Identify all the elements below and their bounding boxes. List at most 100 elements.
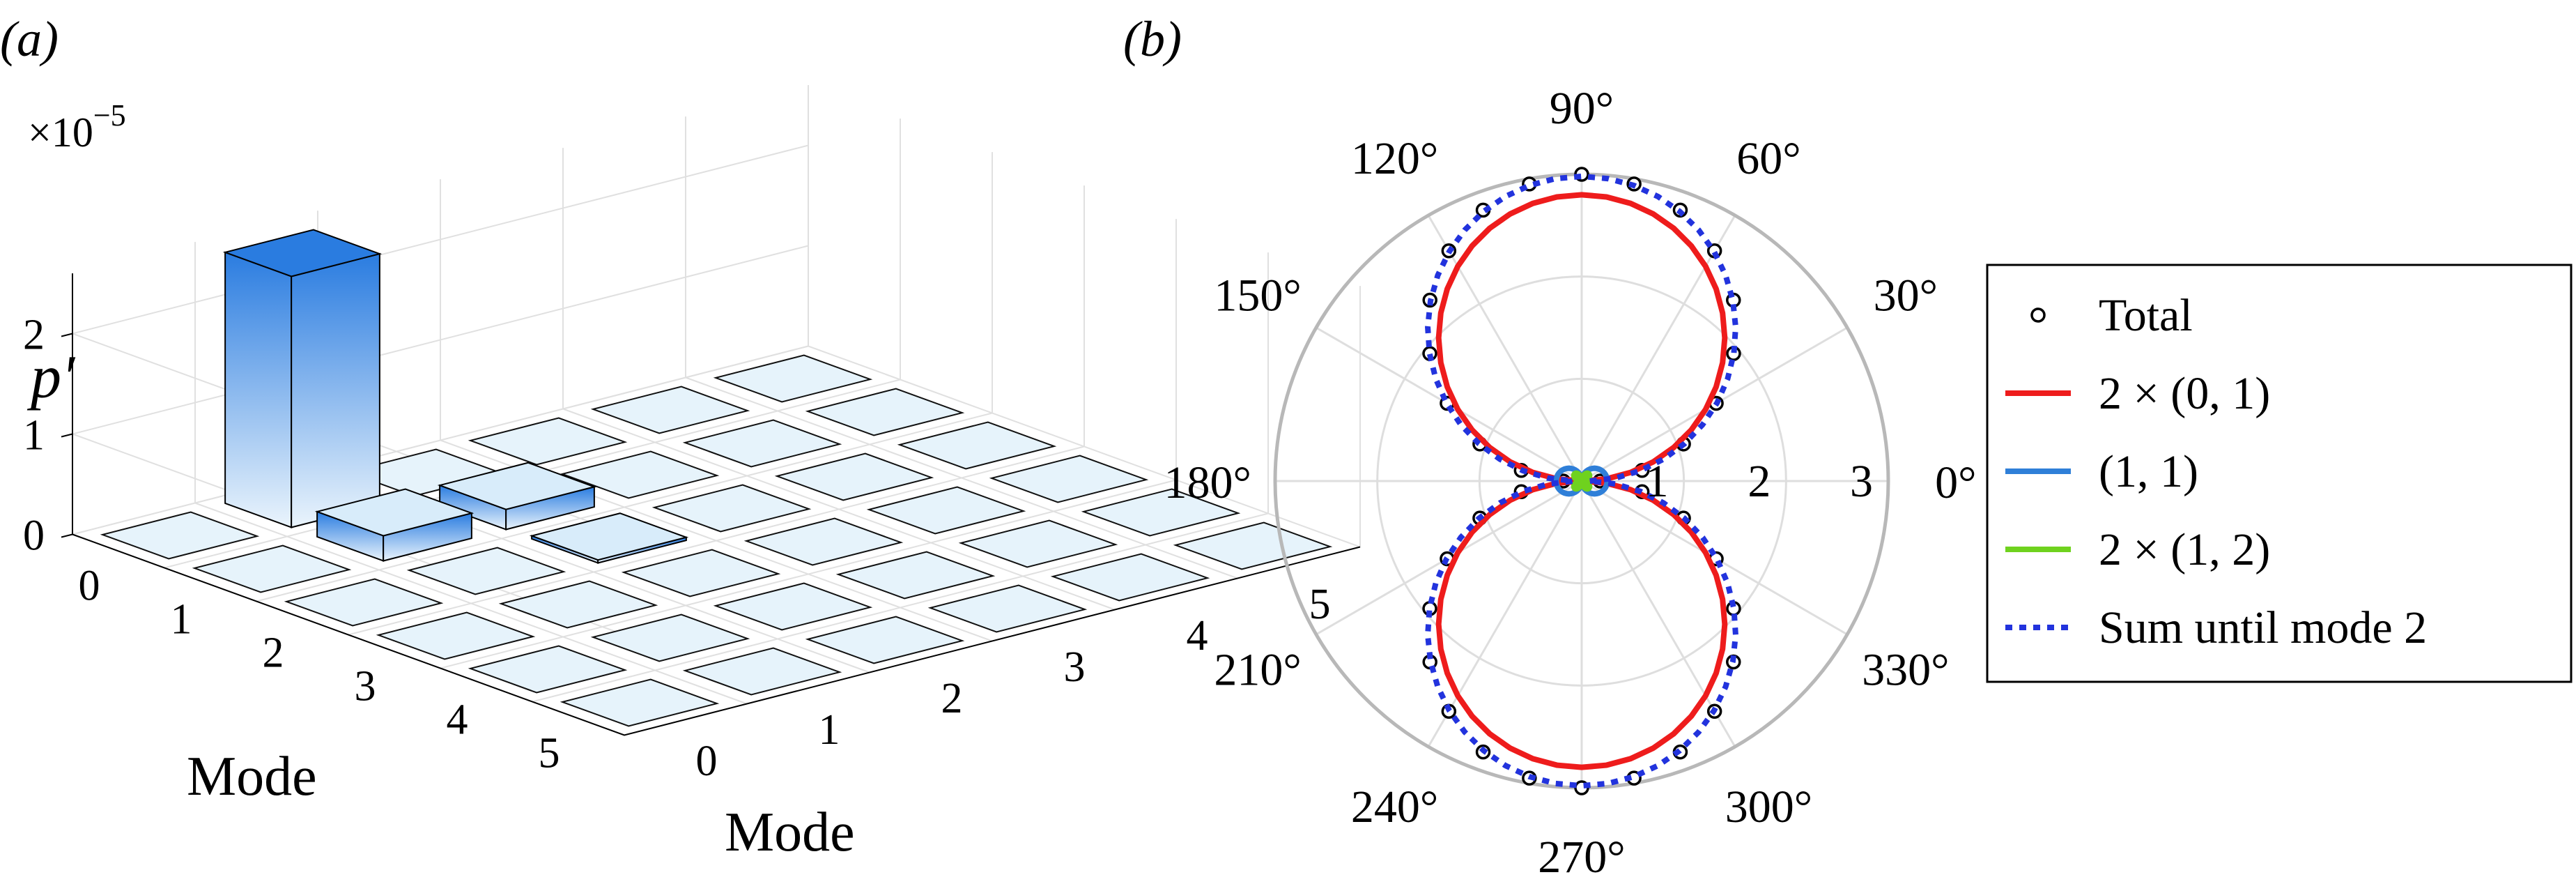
bar-top [468, 417, 628, 466]
bar-1-0 [192, 544, 352, 593]
bar-top [713, 354, 873, 403]
polar-radial-label: 2 [1748, 456, 1771, 507]
bar-0-5 [713, 354, 873, 403]
polar-angle-label: 30° [1874, 270, 1938, 321]
bar-top [284, 578, 444, 627]
z-tick-mark [61, 333, 73, 337]
polar-ring [1376, 275, 1787, 687]
bar-top [1050, 553, 1210, 602]
bar-2-0 [284, 578, 444, 627]
panel-a-bars [100, 229, 1333, 727]
bar-5-1 [682, 647, 842, 696]
bar-face [224, 251, 293, 528]
polar-series-4 [1425, 173, 1738, 789]
bar-4-2 [713, 582, 873, 631]
bar-top [713, 582, 873, 631]
bar-1-3 [560, 450, 720, 499]
bar-3-0 [376, 611, 536, 660]
polar-ring [1478, 377, 1686, 585]
bar-4-5 [1081, 488, 1241, 537]
polar-angle-label: 330° [1862, 644, 1949, 695]
floor-gridline [562, 408, 1116, 611]
z-tick-label: 2 [23, 312, 45, 359]
legend-marker [2030, 307, 2046, 323]
polar-angle-label: 90° [1550, 83, 1614, 134]
bar-top [927, 584, 1088, 633]
bar-top [100, 511, 260, 560]
floor-gridline [194, 502, 748, 705]
x-tick-label: 1 [171, 596, 192, 643]
bar-top [376, 611, 536, 660]
bar-5-5 [1173, 521, 1333, 570]
bar-2-2 [529, 512, 689, 564]
bar-5-3 [927, 584, 1088, 633]
bar-top [1173, 521, 1333, 570]
panel-a-label: (a) [0, 11, 59, 67]
x-axis-label: Mode [187, 746, 317, 807]
z-axis-label: p′ [26, 344, 76, 411]
legend-label: (1, 1) [2099, 446, 2198, 497]
bar-top [651, 484, 812, 533]
bar-top [1081, 488, 1241, 537]
polar-angle-label: 270° [1538, 832, 1625, 883]
polar-series-3 [1571, 470, 1593, 492]
y-axis-label: Mode [725, 802, 855, 863]
polar-spoke [1427, 215, 1583, 482]
panel-b-label: (b) [1123, 11, 1182, 67]
y-tick-label: 0 [696, 738, 718, 785]
bar-top [805, 616, 965, 664]
bar-top [590, 386, 750, 434]
legend-label: 2 × (0, 1) [2099, 368, 2270, 419]
z-tick-label: 1 [23, 412, 45, 459]
z-multiplier-base: ×10 [28, 109, 93, 155]
panel-a-grid [70, 85, 1361, 736]
y-tick-label: 2 [941, 675, 963, 722]
bar-top [437, 462, 597, 510]
bar-4-4 [958, 519, 1118, 568]
bar-4-1 [590, 614, 750, 662]
bar-top [468, 645, 628, 694]
bar-5-4 [1050, 553, 1210, 602]
bar-top [989, 455, 1149, 503]
bar-top [743, 517, 904, 566]
axis-edge [72, 273, 1361, 736]
polar-angle-label: 180° [1164, 457, 1251, 508]
polar-angle-label: 120° [1351, 133, 1438, 184]
polar-spoke [1427, 480, 1583, 747]
bar-top [498, 580, 658, 629]
y-tick-label: 4 [1187, 612, 1208, 660]
legend-item-0: Total [2030, 290, 2193, 341]
x-tick-label: 5 [539, 730, 560, 777]
bar-top [866, 486, 1026, 535]
bar-top [560, 678, 720, 727]
polar-radial-label: 1 [1646, 456, 1669, 507]
polar-angle-label: 300° [1725, 782, 1812, 832]
x-tick-label: 0 [79, 563, 100, 610]
legend-item-4: Sum until mode 2 [2005, 602, 2427, 653]
bar-2-5 [897, 421, 1057, 470]
bar-2-4 [774, 452, 934, 501]
polar-curve [1425, 173, 1738, 789]
bar-5-2 [805, 616, 965, 664]
bar-top [406, 547, 566, 595]
legend-label: Total [2099, 290, 2193, 341]
bar-top [897, 421, 1057, 470]
polar-radial-label: 3 [1850, 456, 1873, 507]
x-tick-label: 4 [447, 696, 468, 744]
bar-4-3 [835, 551, 996, 600]
panel-b-polar-chart: (b) 0°30°60°90°120°150°180°210°240°270°3… [1123, 11, 1977, 883]
bar-top [774, 452, 934, 501]
bar-top [621, 549, 781, 597]
bar-4-0 [468, 645, 628, 694]
y-tick-label: 5 [1309, 581, 1331, 628]
bar-0-0 [100, 511, 260, 560]
z-tick-mark [61, 433, 73, 438]
legend-box [1986, 264, 2573, 683]
bar-2-1 [406, 547, 566, 595]
bar-top [192, 544, 352, 593]
bar-5-0 [560, 678, 720, 727]
legend-label: Sum until mode 2 [2099, 602, 2427, 653]
polar-curve [1571, 470, 1593, 492]
